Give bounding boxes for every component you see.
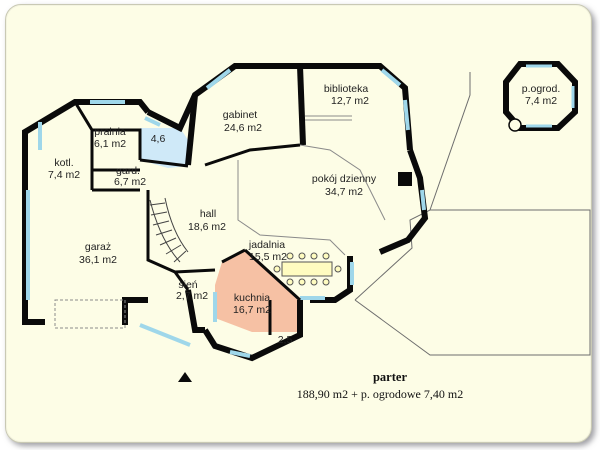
label-gard: gard. xyxy=(116,165,140,177)
area-pralnia: 6,1 m2 xyxy=(94,138,126,150)
label-sien: sień xyxy=(178,279,197,291)
room-lines xyxy=(54,115,386,329)
fireplace xyxy=(398,172,412,186)
area-gard: 6,7 m2 xyxy=(114,176,146,188)
room-labels: biblioteka 12,7 m2 gabinet 24,6 m2 praln… xyxy=(48,83,560,346)
kitchen-fill xyxy=(215,250,300,332)
plan-caption: parter 188,90 m2 + p. ogrodowe 7,40 m2 xyxy=(250,370,510,402)
area-garaz: 36,1 m2 xyxy=(79,254,117,266)
terrace-path xyxy=(429,72,471,211)
area-sien: 2,7 m2 xyxy=(176,290,208,302)
label-hall: hall xyxy=(200,208,216,220)
area-jadalnia: 15,5 m2 xyxy=(249,251,287,263)
area-biblioteka: 12,7 m2 xyxy=(331,95,369,107)
windows xyxy=(26,68,426,358)
label-gabinet: gabinet xyxy=(223,109,258,121)
label-garaz: garaż xyxy=(85,241,111,253)
staircase xyxy=(149,197,189,263)
area-spizarnia: 2,5 xyxy=(278,334,293,346)
label-jadalnia: jadalnia xyxy=(248,239,285,251)
label-kotl: kotl. xyxy=(54,157,73,169)
area-pokoj: 34,7 m2 xyxy=(325,186,363,198)
terrace-outline xyxy=(354,209,591,356)
label-biblioteka: biblioteka xyxy=(324,83,369,95)
plan-area: 188,90 m2 + p. ogrodowe 7,40 m2 xyxy=(296,387,464,401)
area-kotl: 7,4 m2 xyxy=(48,169,80,181)
garden-pavilion xyxy=(503,61,578,132)
entrance-arrow-icon xyxy=(178,372,192,382)
label-ogrod: p.ogrod. xyxy=(522,83,561,95)
plan-title: parter xyxy=(372,370,407,384)
dining-table xyxy=(273,252,342,286)
interior-walls xyxy=(73,101,302,335)
label-kuchnia: kuchnia xyxy=(234,292,270,304)
bathroom-fill xyxy=(140,128,188,168)
label-pokoj: pokój dzienny xyxy=(312,173,377,185)
area-kuchnia: 16,7 m2 xyxy=(233,304,271,316)
area-lazienka: 4,6 xyxy=(151,133,166,145)
area-ogrod: 7,4 m2 xyxy=(525,95,557,107)
area-gabinet: 24,6 m2 xyxy=(224,122,262,134)
label-pralnia: pralnia xyxy=(94,126,126,138)
area-hall: 18,6 m2 xyxy=(188,221,226,233)
